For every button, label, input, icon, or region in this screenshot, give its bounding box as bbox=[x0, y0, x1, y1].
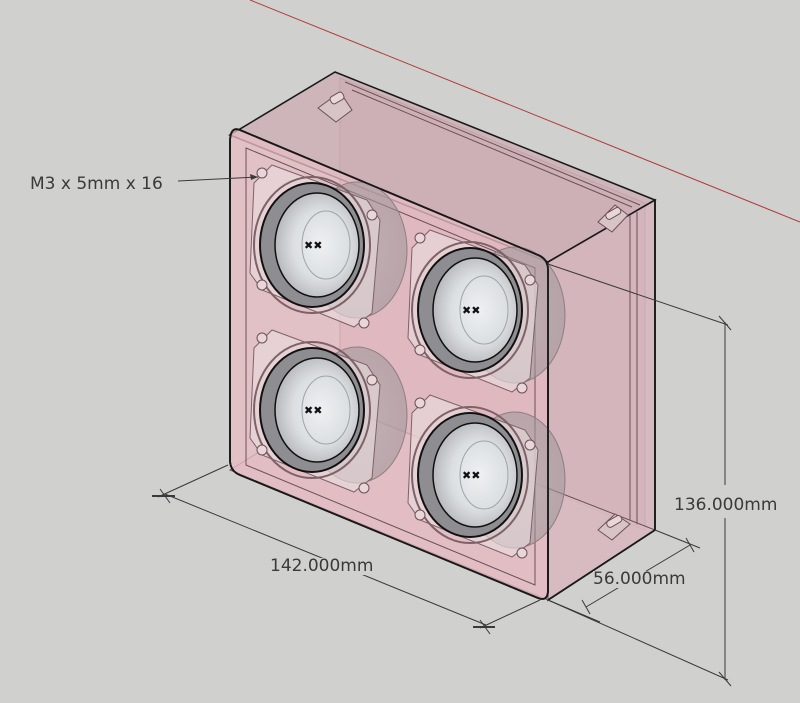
speaker-group: ✖✖ ✖✖ ✖✖ bbox=[249, 164, 566, 559]
speaker-top-left[interactable]: ✖✖ bbox=[249, 164, 408, 329]
front-panel-outline bbox=[229, 128, 549, 600]
dimension-label-height: 136.000mm bbox=[674, 495, 778, 515]
dimension-label-depth: 56.000mm bbox=[593, 569, 686, 589]
svg-text:✖✖: ✖✖ bbox=[304, 404, 322, 417]
dimension-label-width: 142.000mm bbox=[270, 556, 374, 576]
speaker-bottom-right[interactable]: ✖✖ bbox=[407, 394, 566, 559]
axis-line bbox=[249, 0, 800, 223]
svg-text:✖✖: ✖✖ bbox=[304, 239, 322, 252]
fastener-note: M3 x 5mm x 16 bbox=[30, 174, 163, 194]
corner-boss-top-left bbox=[317, 91, 353, 123]
fastener-leader bbox=[177, 174, 259, 182]
dimension-height bbox=[547, 263, 732, 687]
corner-boss-bottom-right bbox=[597, 513, 631, 541]
speaker-bottom-left[interactable]: ✖✖ bbox=[249, 329, 408, 494]
svg-text:✖✖: ✖✖ bbox=[462, 304, 480, 317]
corner-boss-top-right bbox=[597, 204, 629, 233]
speaker-top-right[interactable]: ✖✖ bbox=[407, 229, 566, 394]
svg-text:✖✖: ✖✖ bbox=[462, 469, 480, 482]
